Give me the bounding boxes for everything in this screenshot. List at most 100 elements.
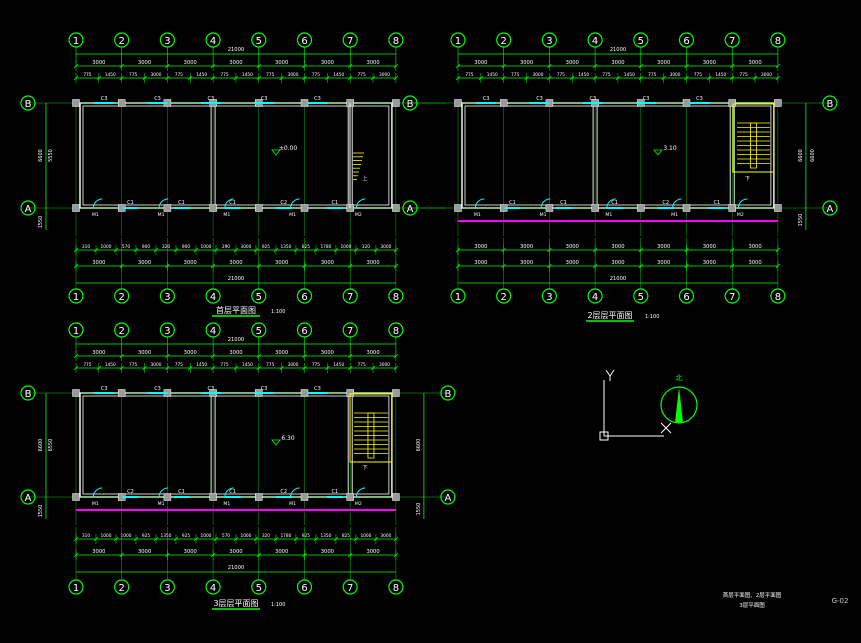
door-swing-icon [224,487,234,498]
dimension-bottom-row2-value: 3000 [92,260,105,266]
grid-bubble-bottom-4 [205,288,221,304]
plan-title: 首层平面图 [216,305,256,315]
structural-column [774,204,782,212]
structural-column [392,493,400,501]
dimension-top-row2-value: 775 [129,72,137,78]
dimension-bottom-row2-value: 3000 [275,549,288,555]
dimension-top-row2-value: 1450 [715,72,726,78]
window-label-bottom: C1 [560,200,567,206]
dimension-top-row1-value: 3000 [275,350,288,356]
exterior-wall-inner [464,105,772,206]
dimension-top-row2-value: 775 [694,72,702,78]
door-label: M1 [289,501,296,507]
structural-column [255,493,263,501]
exterior-wall [461,102,775,209]
door-swing-icon [158,198,169,209]
floor-level-label: 3.10 [663,145,677,152]
dimension-top-row2-value: 775 [220,362,228,368]
dimension-top-row2-value: 3000 [288,72,299,78]
grid-bubble-left-A [20,200,36,216]
dimension-top-row1-value: 3000 [229,60,242,66]
floor-level-label: 6.30 [281,435,295,442]
door-swing-icon [355,487,366,498]
dimension-top-row1-value: 3000 [703,60,716,66]
window-label-bottom: C1 [178,489,185,495]
dimension-bottom-row1-value: 3000 [380,533,391,539]
grid-bubble-bottom-3 [541,288,558,304]
structural-column [346,493,354,501]
dimension-bottom-row1-value: 1780 [280,533,291,539]
dimension-bottom-row1-value: 3000 [380,244,391,250]
exterior-wall [79,102,393,209]
left-dim-value: 1550 [38,216,44,229]
dimension-top-row2-value: 775 [83,72,91,78]
door-label: M2 [737,212,744,218]
grid-bubble-top-6-label: 6 [301,36,307,47]
door-swing-icon [540,198,551,209]
structural-column [728,99,736,107]
dimension-bottom-row1-value: 925 [262,244,270,250]
door-label: M1 [474,212,481,218]
dimension-bottom-row2-value: 3000 [703,260,716,266]
door-label: M1 [92,501,99,507]
drawing-note-line1: 首层平面图、2层平面图 [723,591,782,599]
total-dimension-top: 21000 [610,47,627,53]
window-label-bottom: C1 [127,200,134,206]
window-label-top: C3 [208,386,215,392]
level-marker-icon [653,149,663,156]
grid-bubble-bottom-7 [342,288,358,304]
grid-bubble-top-8-label: 8 [393,36,399,47]
left-dim-value: 6550 [48,439,54,452]
stair-well [750,122,757,169]
dimension-top-row1-value: 3000 [138,60,151,66]
window-label-bottom: C2 [127,489,134,495]
dimension-bottom-row2-value: 3000 [321,260,334,266]
dimension-bottom-row1-value: 1000 [200,244,211,250]
door-swing-icon [355,198,366,209]
window-label-bottom: C1 [611,200,618,206]
structural-column [392,389,400,397]
stair-direction-label: 上 [362,175,367,182]
grid-bubble-bottom-1-label: 1 [455,292,461,303]
right-dim-value: 1550 [416,503,422,516]
structural-column [255,204,263,212]
dimension-top-row2-value: 3000 [151,72,162,78]
dimension-bottom-row1-value: 290 [222,244,230,250]
structural-column [209,493,217,501]
dimension-top-row2-value: 1450 [242,72,253,78]
dimension-top-row1-value: 3000 [520,60,533,66]
window-label-bottom: C1 [331,200,338,206]
window-label-top: C3 [208,96,215,102]
dimension-bottom-row1-value: 3000 [566,244,579,250]
dimension-top-row2-value: 775 [557,72,565,78]
grid-bubble-top-3-label: 3 [546,36,552,47]
grid-bubble-bottom-1-label: 1 [73,583,79,594]
dimension-bottom-row1-value: 1000 [340,244,351,250]
grid-bubble-bottom-3-label: 3 [164,583,170,594]
grid-bubble-bottom-4-label: 4 [592,292,598,303]
grid-bubble-bottom-7 [724,288,740,304]
dimension-top-row1-value: 3000 [657,60,670,66]
left-dim-value: 1550 [38,505,44,518]
floor-level-label: ±0.00 [279,145,298,152]
window-label-bottom: C1 [713,200,720,206]
dimension-bottom-row2-value: 3000 [474,260,487,266]
grid-bubble-top-4-label: 4 [592,36,598,47]
structural-column [545,204,554,212]
plan-title: 2层层平面图 [587,311,632,320]
dimension-bottom-row1-value: 900 [182,244,190,250]
dimension-top-row1-value: 3000 [184,60,197,66]
structural-column [300,493,309,501]
grid-bubble-bottom-6 [296,579,313,595]
dimension-top-row1-value: 3000 [229,350,242,356]
window-label-bottom: C2 [662,200,669,206]
dimension-bottom-row1-value: 3000 [657,244,670,250]
grid-bubble-left-B-label: B [25,99,32,110]
dimension-top-row2-value: 775 [602,72,610,78]
dimension-top-row1-value: 3000 [321,350,334,356]
dimension-bottom-row1-value: 320 [362,244,370,250]
dimension-bottom-row1-value: 1000 [121,533,132,539]
left-dim-value: 6600 [38,149,44,162]
